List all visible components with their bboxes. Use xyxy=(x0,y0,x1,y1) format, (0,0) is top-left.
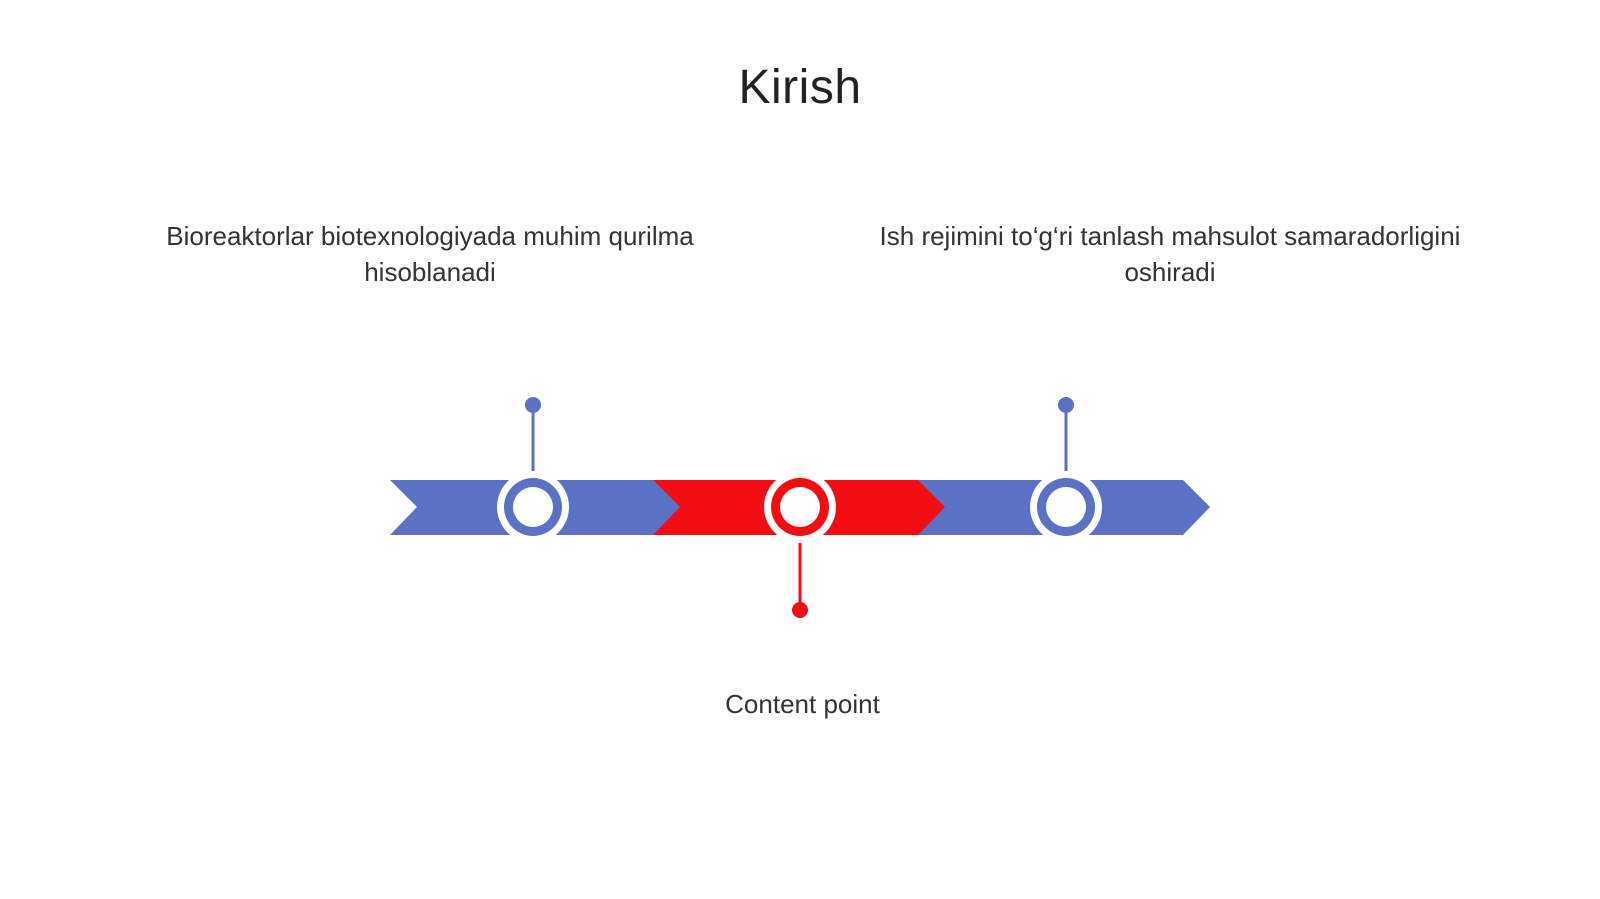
timeline-dot-middle xyxy=(792,602,808,618)
timeline-ring-right xyxy=(1030,471,1102,543)
timeline-point-middle-text: Content point xyxy=(725,689,880,719)
timeline-ring-left xyxy=(497,471,569,543)
timeline-dot-left xyxy=(525,397,541,413)
timeline-dot-right xyxy=(1058,397,1074,413)
timeline-point-right-text: Ish rejimini to‘g‘ri tanlash mahsulot sa… xyxy=(879,221,1461,287)
timeline-ring-middle xyxy=(764,471,836,543)
timeline-point-left-text: Bioreaktorlar biotexnologiyada muhim qur… xyxy=(166,221,694,287)
slide-title: Kirish xyxy=(738,61,862,114)
